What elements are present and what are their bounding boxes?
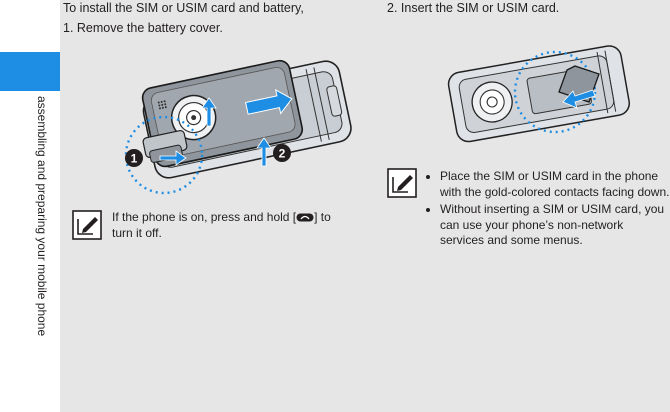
sim-note-list: Place the SIM or USIM card in the phone … [428, 169, 670, 249]
sim-insert-illustration [443, 36, 643, 146]
note-text-start: If the phone is on, press and hold [ [112, 210, 296, 224]
sidebar: assembling and preparing your mobile pho… [0, 0, 60, 412]
note-icon [72, 210, 102, 240]
page-content: To install the SIM or USIM card and batt… [60, 0, 670, 412]
power-off-note: If the phone is on, press and hold [] to… [112, 210, 352, 241]
step-1-text: 1. Remove the battery cover. [63, 20, 223, 36]
step-2-text: 2. Insert the SIM or USIM card. [387, 0, 559, 16]
battery-cover-removal-illustration: 1 2 [110, 38, 380, 198]
end-key-icon [296, 213, 314, 222]
intro-text: To install the SIM or USIM card and batt… [63, 0, 304, 16]
sim-note-bullet: Without inserting a SIM or USIM card, yo… [440, 202, 670, 249]
section-label: assembling and preparing your mobile pho… [35, 96, 49, 336]
callout-1: 1 [131, 152, 138, 166]
sim-note-bullet: Place the SIM or USIM card in the phone … [440, 169, 670, 200]
section-tab [0, 52, 60, 91]
note-icon [387, 168, 417, 198]
sim-note: Place the SIM or USIM card in the phone … [428, 169, 670, 251]
callout-2: 2 [279, 147, 286, 161]
